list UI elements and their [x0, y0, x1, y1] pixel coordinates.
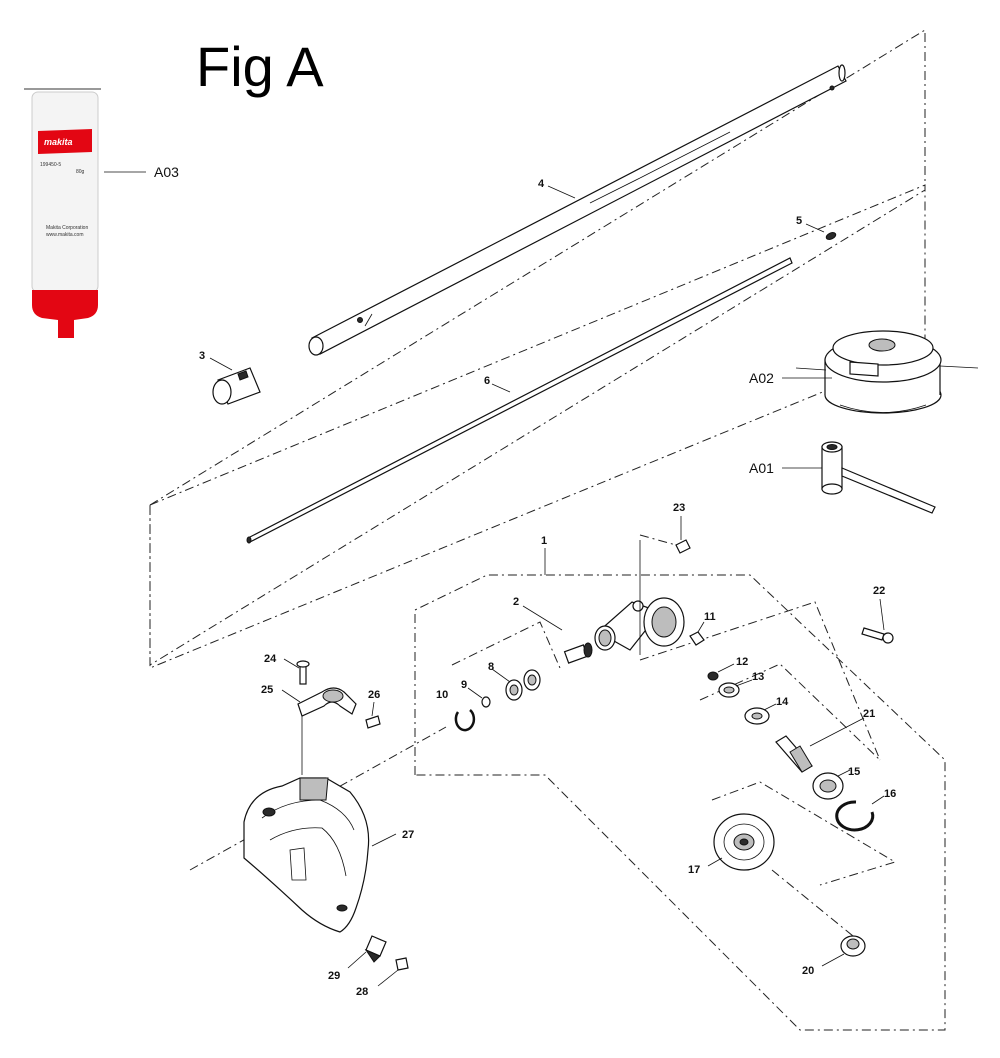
screw-part-26: [365, 715, 381, 729]
label-22: 22: [873, 585, 885, 597]
label-14: 14: [776, 696, 789, 708]
spindle-part-21: [775, 735, 813, 773]
bolt-part-22: [861, 627, 894, 644]
label-5: 5: [796, 215, 802, 227]
label-24: 24: [264, 653, 277, 665]
label-1: 1: [541, 535, 547, 547]
bearing-part-15: [812, 772, 844, 800]
circlip-part-16: [835, 800, 875, 832]
outer-tube-part-4: [308, 64, 847, 356]
label-11: 11: [704, 611, 716, 623]
holder-plate-part-17: [713, 813, 775, 871]
maker-line2-text: www.makita.com: [46, 232, 84, 238]
label-15: 15: [848, 766, 860, 778]
maker-line1-text: Makita Corporation: [46, 225, 88, 231]
label-13: 13: [752, 671, 764, 683]
bearing-link-outline: [451, 621, 561, 669]
drive-shaft-part-6: [246, 257, 793, 544]
bearings-part-8: [505, 669, 541, 701]
washer-part-12: [707, 671, 719, 681]
label-29: 29: [328, 970, 340, 982]
end-cap-part-3: [212, 367, 261, 405]
label-2: 2: [513, 596, 519, 608]
brand-text: makita: [44, 137, 73, 147]
tube-red-cap: [32, 290, 98, 338]
label-16: 16: [884, 788, 896, 800]
label-9: 9: [461, 679, 467, 691]
label-a03: A03: [154, 164, 179, 180]
label-12: 12: [736, 656, 748, 668]
guard-part-27: [243, 777, 370, 933]
figure-title: Fig A: [196, 35, 324, 98]
part-number-text: 199450-5: [40, 162, 61, 168]
label-3: 3: [199, 350, 205, 362]
washer-part-13: [718, 682, 740, 698]
label-23: 23: [673, 502, 685, 514]
label-6: 6: [484, 375, 490, 387]
trimmer-head-a02: [795, 330, 979, 414]
label-17: 17: [688, 864, 700, 876]
label-a01: A01: [749, 460, 774, 476]
label-27: 27: [402, 829, 414, 841]
washer-link-outline-2: [711, 781, 897, 886]
brand-label-red: [38, 129, 92, 154]
wrench-a01: [821, 441, 936, 514]
cutter-blade-part-29: [364, 935, 387, 963]
shaft-group-outline: [149, 29, 926, 666]
label-20: 20: [802, 965, 814, 977]
grease-tube-a03: makita 199450-5 80g Makita Corporation w…: [24, 88, 101, 338]
label-25: 25: [261, 684, 273, 696]
bolt-part-23: [675, 539, 691, 554]
pinion-part-2: [563, 642, 593, 664]
clamp-part-25: [297, 687, 357, 775]
label-21: 21: [863, 708, 875, 720]
bolt-part-24: [296, 660, 310, 685]
label-26: 26: [368, 689, 380, 701]
screw-part-28: [395, 957, 409, 971]
circlip-part-10: [454, 709, 476, 732]
nut-part-20: [840, 935, 866, 957]
inner-shaft-group-outline: [149, 184, 926, 669]
label-8: 8: [488, 661, 494, 673]
gear-head-group-outline: [414, 574, 946, 1031]
label-4: 4: [538, 178, 545, 190]
gear-housing: [594, 540, 685, 655]
label-a02: A02: [749, 370, 774, 386]
clip-part-5: [825, 232, 837, 240]
label-10: 10: [436, 689, 448, 701]
nut-part-11: [689, 631, 705, 646]
spacer-part-9: [481, 696, 491, 708]
weight-text: 80g: [76, 169, 85, 175]
washer-part-14: [744, 707, 770, 725]
label-28: 28: [356, 986, 368, 998]
